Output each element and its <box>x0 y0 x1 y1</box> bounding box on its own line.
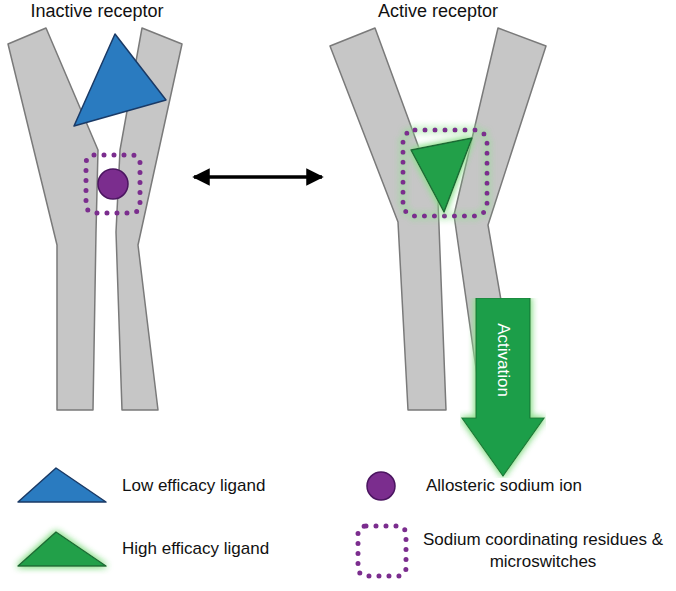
sodium-coordinating-residues <box>86 155 140 213</box>
arrow-body <box>462 298 544 476</box>
active-receptor <box>330 28 546 410</box>
high-efficacy-ligand <box>411 138 472 212</box>
legend-sodium-sample <box>367 472 395 500</box>
legend-label: Low efficacy ligand <box>122 475 342 497</box>
legend-label: Allosteric sodium ion <box>426 475 666 497</box>
inactive-receptor <box>8 28 182 410</box>
sodium-ion <box>98 169 128 199</box>
receptor-node: Inactive receptor <box>0 0 194 412</box>
sodium-coordinating-residues <box>403 130 487 216</box>
legend-label: Sodium coordinating residues & microswit… <box>416 529 670 573</box>
legend-high-efficacy-sample <box>18 532 106 566</box>
low-efficacy-ligand <box>74 34 166 126</box>
arrow-label: Activation <box>493 323 513 397</box>
activation-arrow: Activation <box>460 298 546 478</box>
equilibrium-arrow <box>194 175 322 179</box>
receptor-title: Active receptor <box>322 0 554 22</box>
receptor-title: Inactive receptor <box>0 0 194 22</box>
receptor-half <box>454 28 546 410</box>
receptor-half <box>330 28 446 410</box>
receptor-half <box>8 28 98 410</box>
receptor-node: Active receptor <box>322 0 554 412</box>
legend-label: High efficacy ligand <box>122 538 342 560</box>
legend-residues-sample <box>358 526 406 576</box>
arrow-shape <box>460 298 546 478</box>
legend-low-efficacy-sample <box>18 468 106 502</box>
